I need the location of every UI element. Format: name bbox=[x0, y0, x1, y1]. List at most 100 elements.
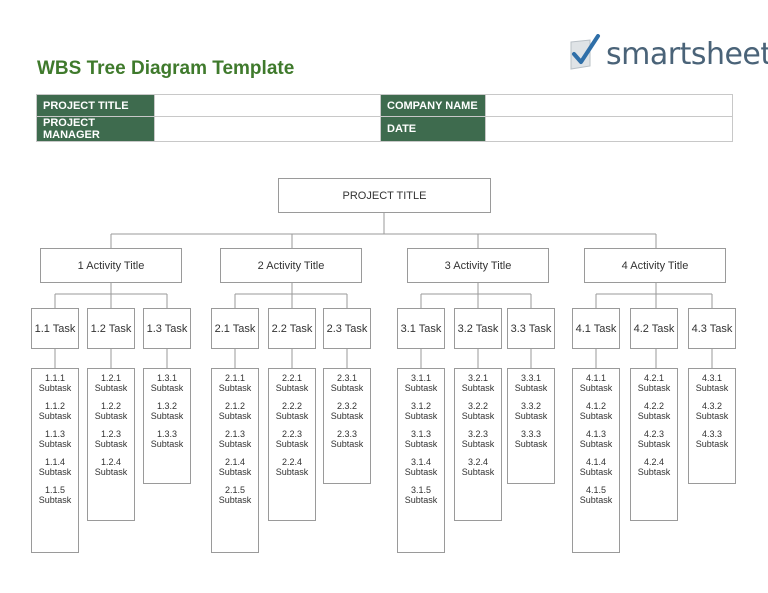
subtask-number: 3.3.2 bbox=[520, 401, 542, 411]
subtask-label: Subtask bbox=[218, 495, 252, 505]
subtask-label: Subtask bbox=[404, 439, 438, 449]
task-node[interactable]: 1.1 Task bbox=[31, 308, 79, 349]
activity-node-2[interactable]: 2 Activity Title bbox=[220, 248, 362, 283]
task-node[interactable]: 2.1 Task bbox=[211, 308, 259, 349]
project-manager-field[interactable] bbox=[154, 116, 381, 142]
subtask-label: Subtask bbox=[275, 467, 309, 477]
subtask-number: 1.2.4 bbox=[100, 457, 122, 467]
subtask-number: 3.2.4 bbox=[467, 457, 489, 467]
subtask-number: 2.1.5 bbox=[224, 485, 246, 495]
date-field[interactable] bbox=[485, 116, 733, 142]
subtask-number: 3.2.3 bbox=[467, 429, 489, 439]
subtask-number: 3.3.3 bbox=[520, 429, 542, 439]
subtask-label: Subtask bbox=[637, 411, 671, 421]
activity-node-1[interactable]: 1 Activity Title bbox=[40, 248, 182, 283]
task-node[interactable]: 1.3 Task bbox=[143, 308, 191, 349]
activity-node-4[interactable]: 4 Activity Title bbox=[584, 248, 726, 283]
subtask-number: 3.1.1 bbox=[410, 373, 432, 383]
task-node[interactable]: 4.1 Task bbox=[572, 308, 620, 349]
subtask-label: Subtask bbox=[695, 439, 729, 449]
subtask-label: Subtask bbox=[514, 383, 548, 393]
subtask-label: Subtask bbox=[275, 439, 309, 449]
subtask-number: 4.1.2 bbox=[585, 401, 607, 411]
task-node[interactable]: 3.1 Task bbox=[397, 308, 445, 349]
task-node[interactable]: 4.2 Task bbox=[630, 308, 678, 349]
task-node[interactable]: 2.3 Task bbox=[323, 308, 371, 349]
subtask-number: 2.3.3 bbox=[336, 429, 358, 439]
task-node[interactable]: 1.2 Task bbox=[87, 308, 135, 349]
subtask-number: 4.2.2 bbox=[643, 401, 665, 411]
subtask-label: Subtask bbox=[461, 439, 495, 449]
task-node[interactable]: 2.2 Task bbox=[268, 308, 316, 349]
project-manager-label: PROJECT MANAGER bbox=[36, 116, 155, 142]
subtask-label: Subtask bbox=[461, 383, 495, 393]
task-node[interactable]: 3.3 Task bbox=[507, 308, 555, 349]
subtask-label: Subtask bbox=[579, 411, 613, 421]
subtask-label: Subtask bbox=[579, 383, 613, 393]
project-title-node[interactable]: PROJECT TITLE bbox=[278, 178, 491, 213]
task-node[interactable]: 3.2 Task bbox=[454, 308, 502, 349]
subtask-label: Subtask bbox=[404, 467, 438, 477]
subtask-label: Subtask bbox=[330, 411, 364, 421]
subtask-label: Subtask bbox=[94, 383, 128, 393]
subtask-number: 4.1.5 bbox=[585, 485, 607, 495]
task-node[interactable]: 4.3 Task bbox=[688, 308, 736, 349]
subtask-number: 4.3.1 bbox=[701, 373, 723, 383]
activity-node-3[interactable]: 3 Activity Title bbox=[407, 248, 549, 283]
subtask-number: 4.1.1 bbox=[585, 373, 607, 383]
subtask-label: Subtask bbox=[404, 383, 438, 393]
subtask-number: 4.3.3 bbox=[701, 429, 723, 439]
